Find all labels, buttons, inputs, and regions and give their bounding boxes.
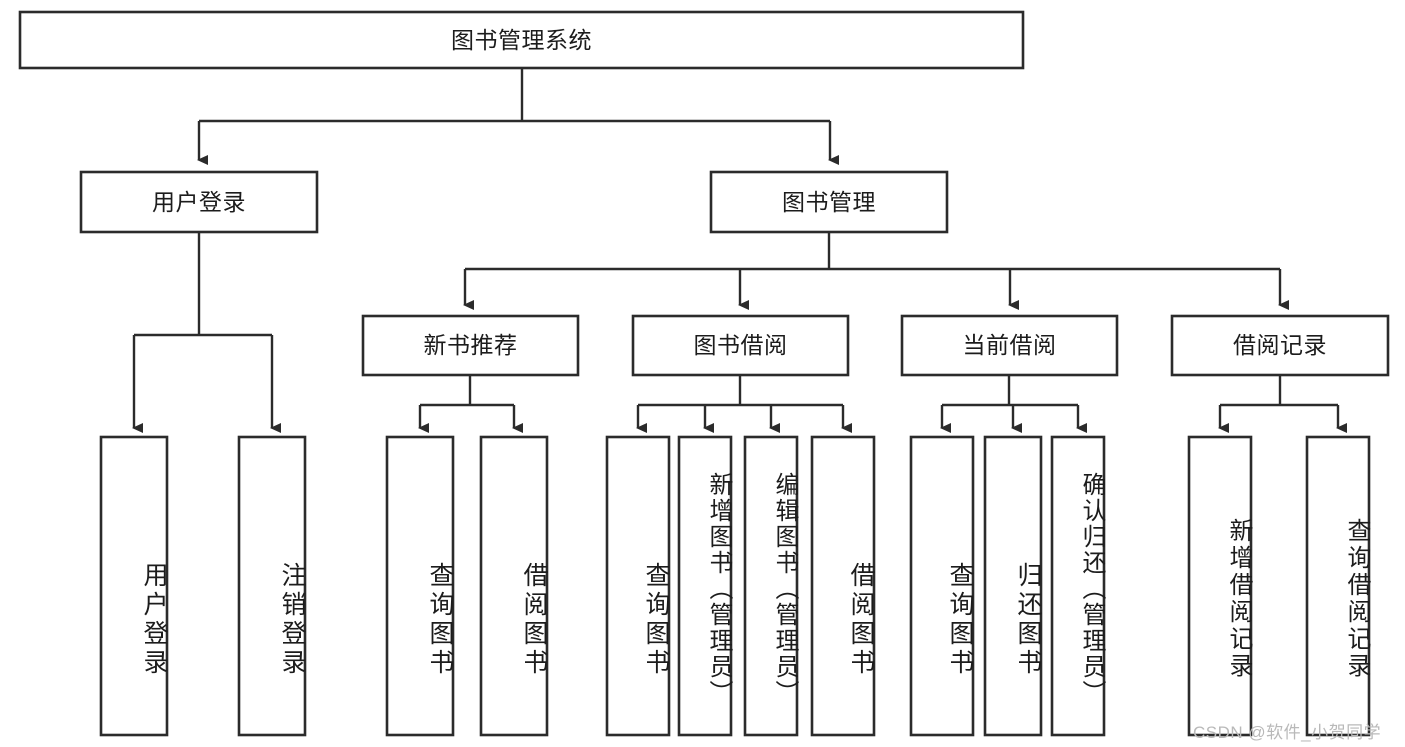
node-box-leaf-borrow-book-rec[interactable] [479, 435, 549, 737]
node-box-leaf-borrow-book[interactable] [810, 435, 876, 737]
node-box-leaf-query-borrow-record[interactable] [1305, 435, 1371, 737]
node-box-current-borrow[interactable] [900, 314, 1119, 377]
node-box-leaf-edit-book-admin[interactable] [743, 435, 799, 737]
csdn-watermark: CSDN @软件_小贺同学 [1193, 723, 1382, 742]
node-box-borrow-record[interactable] [1170, 314, 1390, 377]
node-box-leaf-query-book-rec[interactable] [385, 435, 455, 737]
node-box-leaf-user-login[interactable] [99, 435, 169, 737]
node-box-leaf-add-book-admin[interactable] [677, 435, 733, 737]
node-box-user-login[interactable] [79, 170, 319, 234]
node-box-root[interactable] [18, 10, 1025, 70]
node-box-leaf-logout[interactable] [237, 435, 307, 737]
node-box-leaf-query-book-borrow[interactable] [605, 435, 671, 737]
node-box-new-book-rec[interactable] [361, 314, 580, 377]
node-box-leaf-add-borrow-record[interactable] [1187, 435, 1253, 737]
node-box-leaf-query-book-cur[interactable] [909, 435, 975, 737]
node-box-leaf-confirm-return-admin[interactable] [1050, 435, 1106, 737]
node-box-book-manage[interactable] [709, 170, 949, 234]
node-box-book-borrow[interactable] [631, 314, 850, 377]
node-box-leaf-return-book[interactable] [983, 435, 1043, 737]
